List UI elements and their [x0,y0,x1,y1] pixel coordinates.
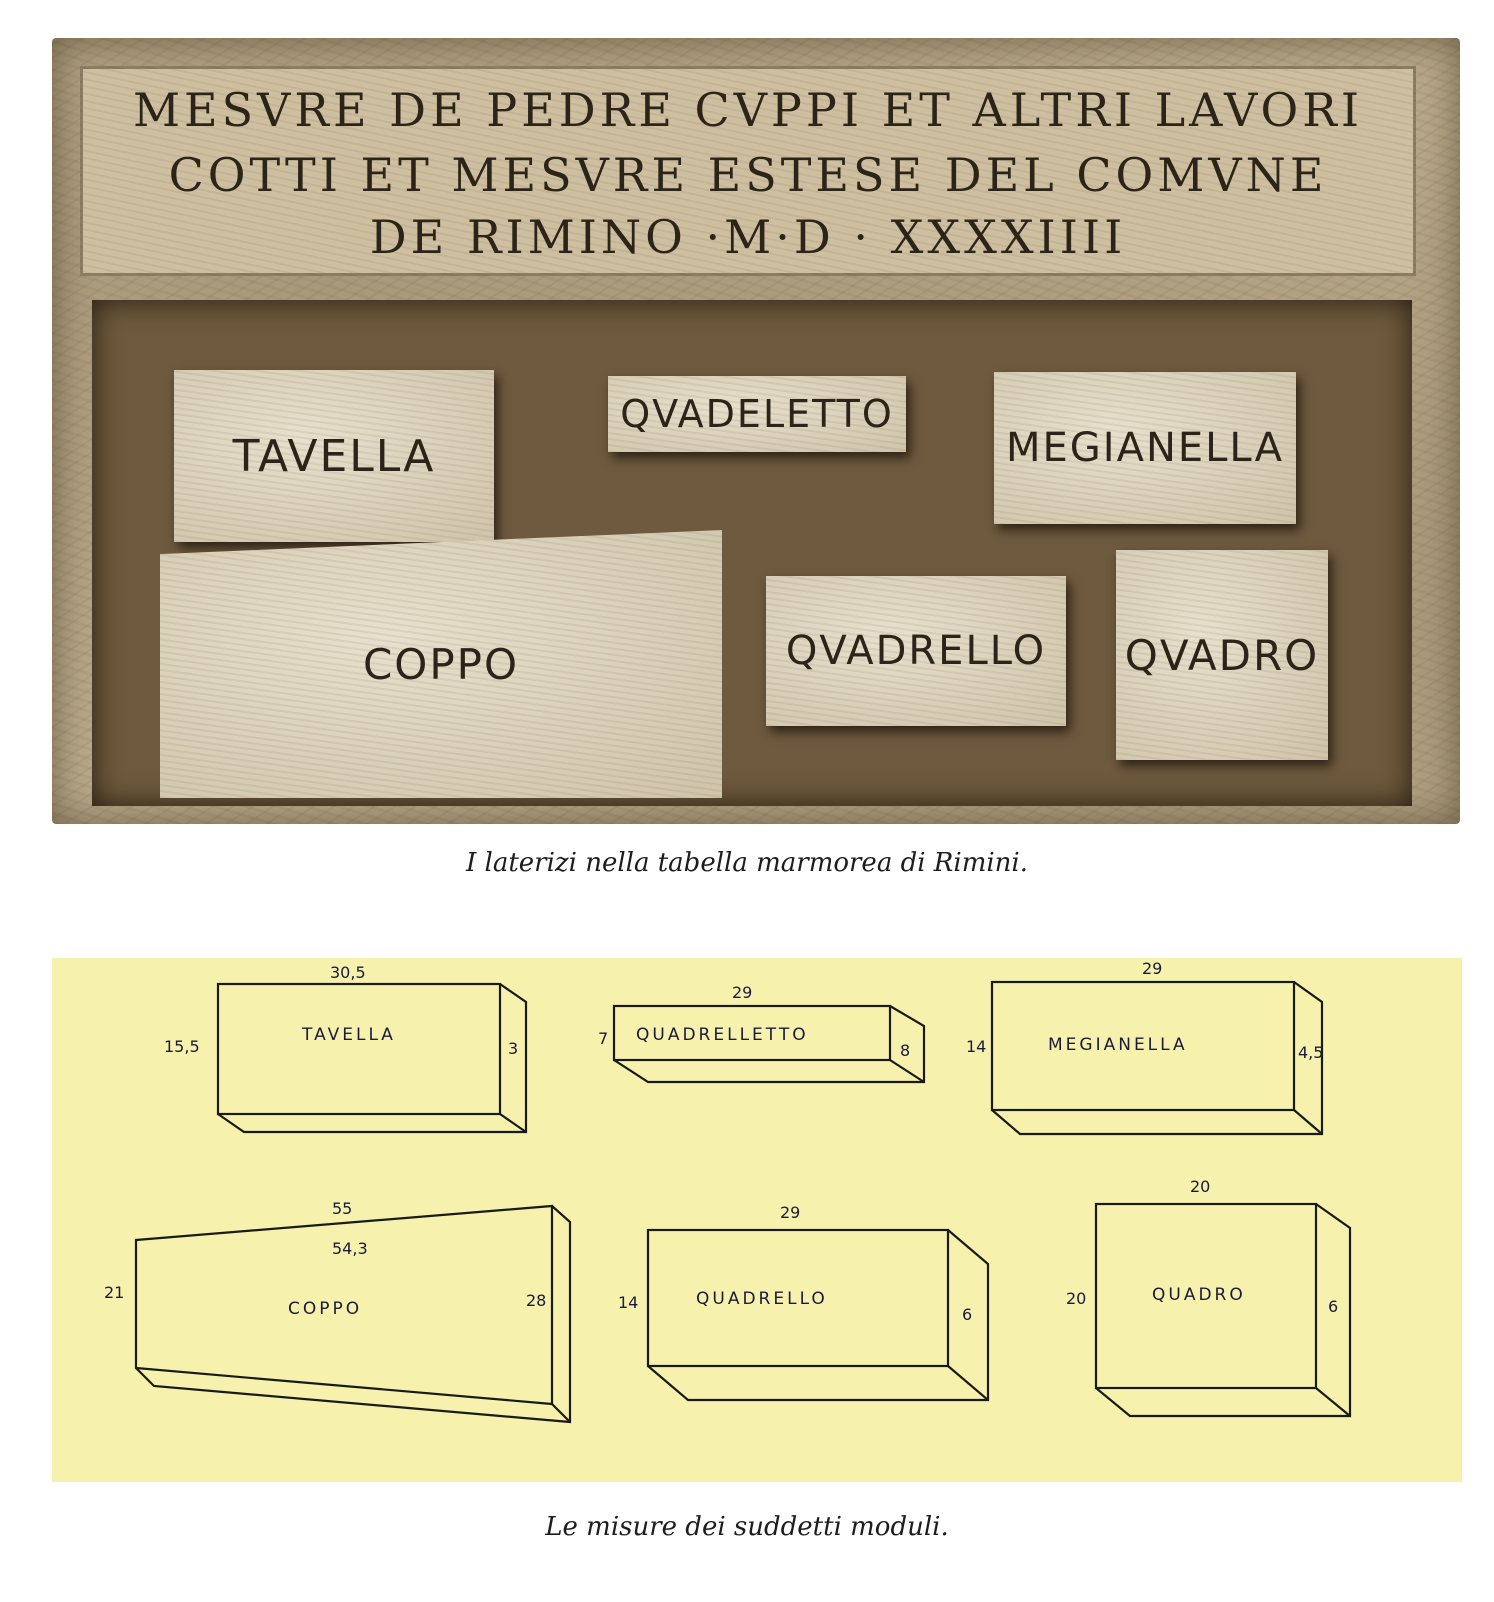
quadrello-top-dimension: 29 [780,1203,800,1222]
stone-coppo: COPPO [160,530,722,798]
quadrelletto-edge [889,1059,925,1083]
megianella-front-face [990,980,1296,1112]
stone-tavella: TAVELLA [174,370,494,542]
marble-tablet-photo: MESVRE DE PEDRE CVPPI ET ALTRI LAVORI CO… [52,38,1460,824]
megianella-label: MEGIANELLA [1048,1035,1188,1055]
quadro-side-face [1095,1203,1352,1418]
coppo-right-dimension: 28 [526,1291,546,1310]
inscription-line-2: COTTI ET MESVRE ESTESE DEL COMVNE [168,148,1328,202]
quadrello-side-face [647,1229,990,1402]
coppo-left-dimension: 21 [104,1283,124,1302]
tavella-top-dimension: 30,5 [330,963,366,982]
tavella-left-dimension: 15,5 [164,1037,200,1056]
tavella-label: TAVELLA [301,1025,396,1045]
brick-drawings-svg: TAVELLA 30,5 15,5 3 QUADRELLETTO 29 7 8 … [104,959,1352,1424]
quadrello-right-dimension: 6 [962,1305,972,1324]
stone-quadro: QVADRO [1116,550,1328,760]
quadro-edge [1315,1387,1351,1417]
quadro-right-dimension: 6 [1328,1297,1338,1316]
brick-coppo: COPPO 55 54,3 21 28 [104,1199,572,1424]
quadrello-front-face [646,1228,950,1368]
inscription-line-1: MESVRE DE PEDRE CVPPI ET ALTRI LAVORI [132,83,1364,137]
stone-quadrello: QVADRELLO [766,576,1066,726]
megianella-top-dimension: 29 [1142,959,1162,978]
drawing-caption: Le misure dei suddetti moduli. [545,1512,949,1542]
megianella-edge [1293,1109,1323,1135]
brick-tavella: TAVELLA 30,5 15,5 3 [164,963,528,1134]
coppo-inner-dimension: 54,3 [332,1239,368,1258]
quadro-front-face [1094,1202,1318,1390]
coppo-edge [551,1403,571,1423]
quadrelletto-front-face [612,1004,892,1062]
brick-megianella: MEGIANELLA 29 14 4,5 [966,959,1324,1136]
photo-caption: I laterizi nella tabella marmorea di Rim… [466,848,1028,878]
brick-quadro: QUADRO 20 20 6 [1066,1177,1352,1418]
megianella-side-face [991,981,1324,1136]
quadro-top-dimension: 20 [1190,1177,1210,1196]
coppo-label: COPPO [288,1299,362,1319]
quadrelletto-label: QUADRELLETTO [636,1025,809,1045]
tavella-side-face [217,983,528,1134]
tavella-edge [499,1113,527,1133]
megianella-right-dimension: 4,5 [1298,1043,1323,1062]
quadrelletto-right-dimension: 8 [900,1041,910,1060]
quadrello-label: QUADRELLO [696,1289,828,1309]
brick-quadrelletto: QUADRELLETTO 29 7 8 [598,983,926,1084]
brick-quadrello: QUADRELLO 29 14 6 [618,1203,990,1402]
megianella-left-dimension: 14 [966,1037,986,1056]
brick-measurements-drawing: TAVELLA 30,5 15,5 3 QUADRELLETTO 29 7 8 … [52,958,1462,1482]
stone-megianella: MEGIANELLA [994,372,1296,524]
quadrelletto-top-dimension: 29 [732,983,752,1002]
quadro-left-dimension: 20 [1066,1289,1086,1308]
tavella-right-dimension: 3 [508,1039,518,1058]
quadrelletto-left-dimension: 7 [598,1029,608,1048]
quadrello-left-dimension: 14 [618,1293,638,1312]
tablet-inscription-panel: MESVRE DE PEDRE CVPPI ET ALTRI LAVORI CO… [80,66,1416,276]
quadro-label: QUADRO [1152,1285,1246,1305]
stone-quadreletto: QVADELETTO [608,376,906,452]
quadrello-edge [947,1365,989,1401]
inscription-line-3: DE RIMINO ·M·D · XXXXIIII [369,210,1127,264]
coppo-top-dimension: 55 [332,1199,352,1218]
tavella-front-face [216,982,502,1116]
